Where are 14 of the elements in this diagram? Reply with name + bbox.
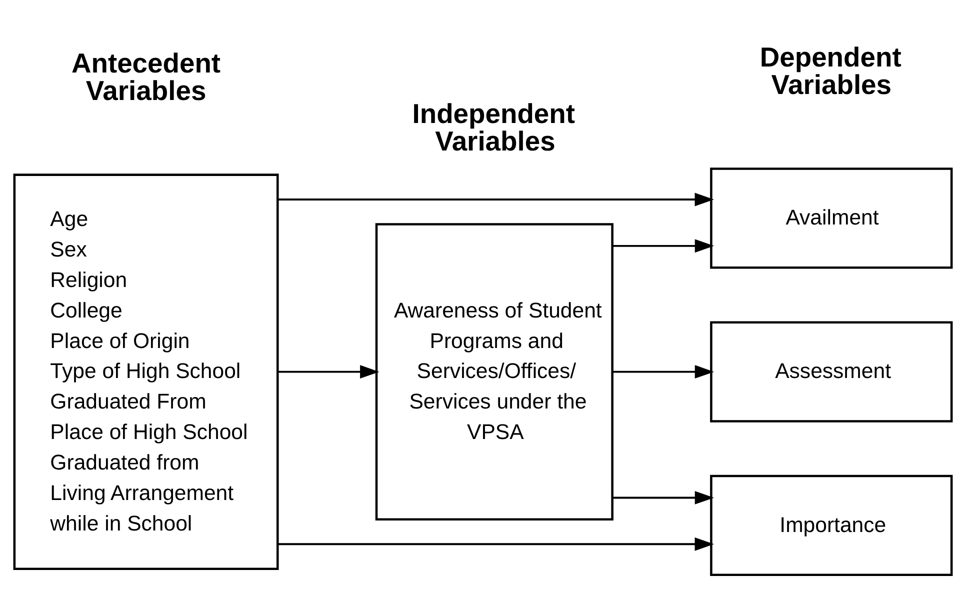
label: Dependent Variables (760, 42, 902, 100)
node-box: Availment (710, 168, 953, 269)
arrow (278, 365, 380, 379)
arrow (612, 239, 714, 253)
label: Independent Variables (412, 98, 575, 156)
arrow (612, 365, 714, 379)
node-box: Age Sex Religion College Place of Origin Type of High School Graduated From Place of High School Graduated from Living Arrangement while in School (13, 174, 279, 570)
arrow (278, 192, 714, 206)
node-box: Importance (710, 474, 953, 576)
label: Antecedent Variables (71, 48, 221, 106)
node-box: Awareness of Student Programs and Services/Offices/ Services under the VPSA (375, 223, 614, 521)
arrow (278, 537, 714, 551)
arrow (612, 490, 714, 504)
node-box: Assessment (710, 321, 953, 422)
